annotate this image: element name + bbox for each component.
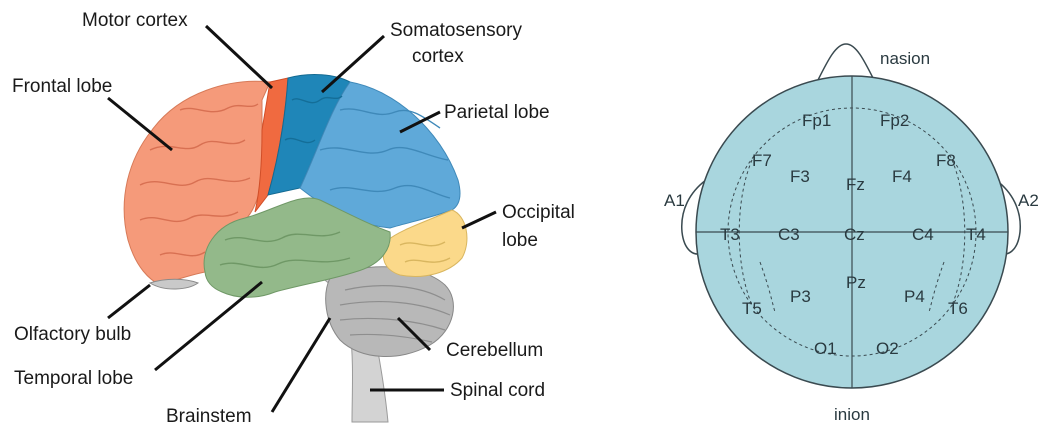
electrode-f3: F3 xyxy=(790,167,810,186)
electrode-t3: T3 xyxy=(720,225,740,244)
electrode-t4: T4 xyxy=(966,225,986,244)
label-occipital-line1: Occipital xyxy=(502,202,575,223)
label-parietal-lobe: Parietal lobe xyxy=(444,102,550,123)
eeg-diagram: nasion inion A1 A2 Fp1 Fp2 F7 F3 Fz F4 F… xyxy=(664,44,1039,424)
electrode-p4: P4 xyxy=(904,287,925,306)
label-brainstem: Brainstem xyxy=(166,406,252,427)
electrode-c4: C4 xyxy=(912,225,934,244)
electrode-t5: T5 xyxy=(742,299,762,318)
electrode-fp2: Fp2 xyxy=(880,111,909,130)
cerebellum-region xyxy=(326,267,454,357)
electrode-p3: P3 xyxy=(790,287,811,306)
electrode-f7: F7 xyxy=(752,151,772,170)
label-cerebellum: Cerebellum xyxy=(446,340,543,361)
label-motor-cortex: Motor cortex xyxy=(82,10,188,31)
electrode-fp1: Fp1 xyxy=(802,111,831,130)
label-occipital-line2: lobe xyxy=(502,230,538,251)
label-inion: inion xyxy=(834,405,870,424)
label-frontal-lobe: Frontal lobe xyxy=(12,76,112,97)
nose-shape xyxy=(818,44,874,80)
electrode-f4: F4 xyxy=(892,167,912,186)
label-somatosensory-line1: Somatosensory xyxy=(390,20,523,41)
label-temporal-lobe: Temporal lobe xyxy=(14,368,133,389)
electrode-f8: F8 xyxy=(936,151,956,170)
label-olfactory-bulb: Olfactory bulb xyxy=(14,324,131,345)
electrode-o2: O2 xyxy=(876,339,899,358)
electrode-pz: Pz xyxy=(846,273,866,292)
electrode-o1: O1 xyxy=(814,339,837,358)
label-spinal-cord: Spinal cord xyxy=(450,380,545,401)
brain-diagram: Motor cortex Somatosensory cortex Fronta… xyxy=(12,10,575,427)
electrode-c3: C3 xyxy=(778,225,800,244)
olfactory-bulb-region xyxy=(150,279,198,289)
label-a1: A1 xyxy=(664,191,685,210)
electrode-fz: Fz xyxy=(846,175,865,194)
electrode-cz: Cz xyxy=(844,225,865,244)
label-somatosensory-line2: cortex xyxy=(412,46,464,67)
electrode-t6: T6 xyxy=(948,299,968,318)
label-nasion: nasion xyxy=(880,49,930,68)
label-a2: A2 xyxy=(1018,191,1039,210)
